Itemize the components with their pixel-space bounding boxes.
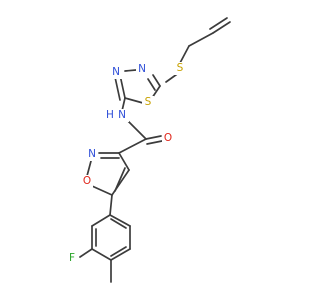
atom-labels: N N S S H N O N O (66, 62, 186, 265)
svg-text:N: N (112, 66, 120, 78)
bond (188, 32, 214, 47)
isoxazole-oxygen-label: O (81, 175, 93, 188)
bond (179, 45, 190, 64)
svg-text:O: O (83, 175, 91, 187)
svg-text:N: N (138, 63, 146, 75)
bond (114, 167, 126, 192)
svg-text:H: H (106, 109, 114, 121)
bond (145, 135, 162, 140)
bond (118, 152, 130, 171)
carbonyl-oxygen-label: O (162, 132, 174, 145)
bond (147, 78, 156, 91)
bond (110, 246, 127, 257)
bond (152, 74, 161, 87)
bond (91, 248, 112, 261)
thioether-sulfur-label: S (174, 62, 186, 75)
molecule-structure: N N S S H N O N O (66, 17, 231, 283)
svg-text:F: F (69, 252, 75, 264)
bond (110, 218, 127, 229)
bond (109, 194, 113, 216)
bond (209, 17, 228, 30)
thiadiazole-nitrogen-1-label: N (136, 63, 148, 76)
fluorine-label: F (66, 252, 78, 265)
thiadiazole-sulfur-label: S (142, 96, 154, 109)
bond (124, 97, 144, 104)
bond (146, 140, 163, 145)
amide-nitrogen-label: H N (106, 109, 129, 122)
bond (126, 119, 147, 140)
svg-text:O: O (164, 132, 172, 144)
svg-text:N: N (118, 109, 126, 121)
bond (118, 138, 147, 154)
svg-text:S: S (177, 62, 184, 74)
svg-text:S: S (145, 96, 152, 108)
bond (121, 97, 126, 112)
bond (212, 21, 231, 34)
bond (109, 214, 131, 227)
bond (79, 248, 93, 258)
bond (114, 76, 121, 101)
svg-text:N: N (88, 148, 96, 160)
thiadiazole-nitrogen-2-label: N (110, 66, 122, 79)
isoxazole-nitrogen-label: N (86, 148, 98, 161)
bonds (79, 17, 231, 283)
bond (124, 69, 137, 72)
bond (91, 185, 113, 196)
bond (86, 160, 92, 177)
bond (91, 214, 111, 227)
bond (110, 248, 131, 261)
